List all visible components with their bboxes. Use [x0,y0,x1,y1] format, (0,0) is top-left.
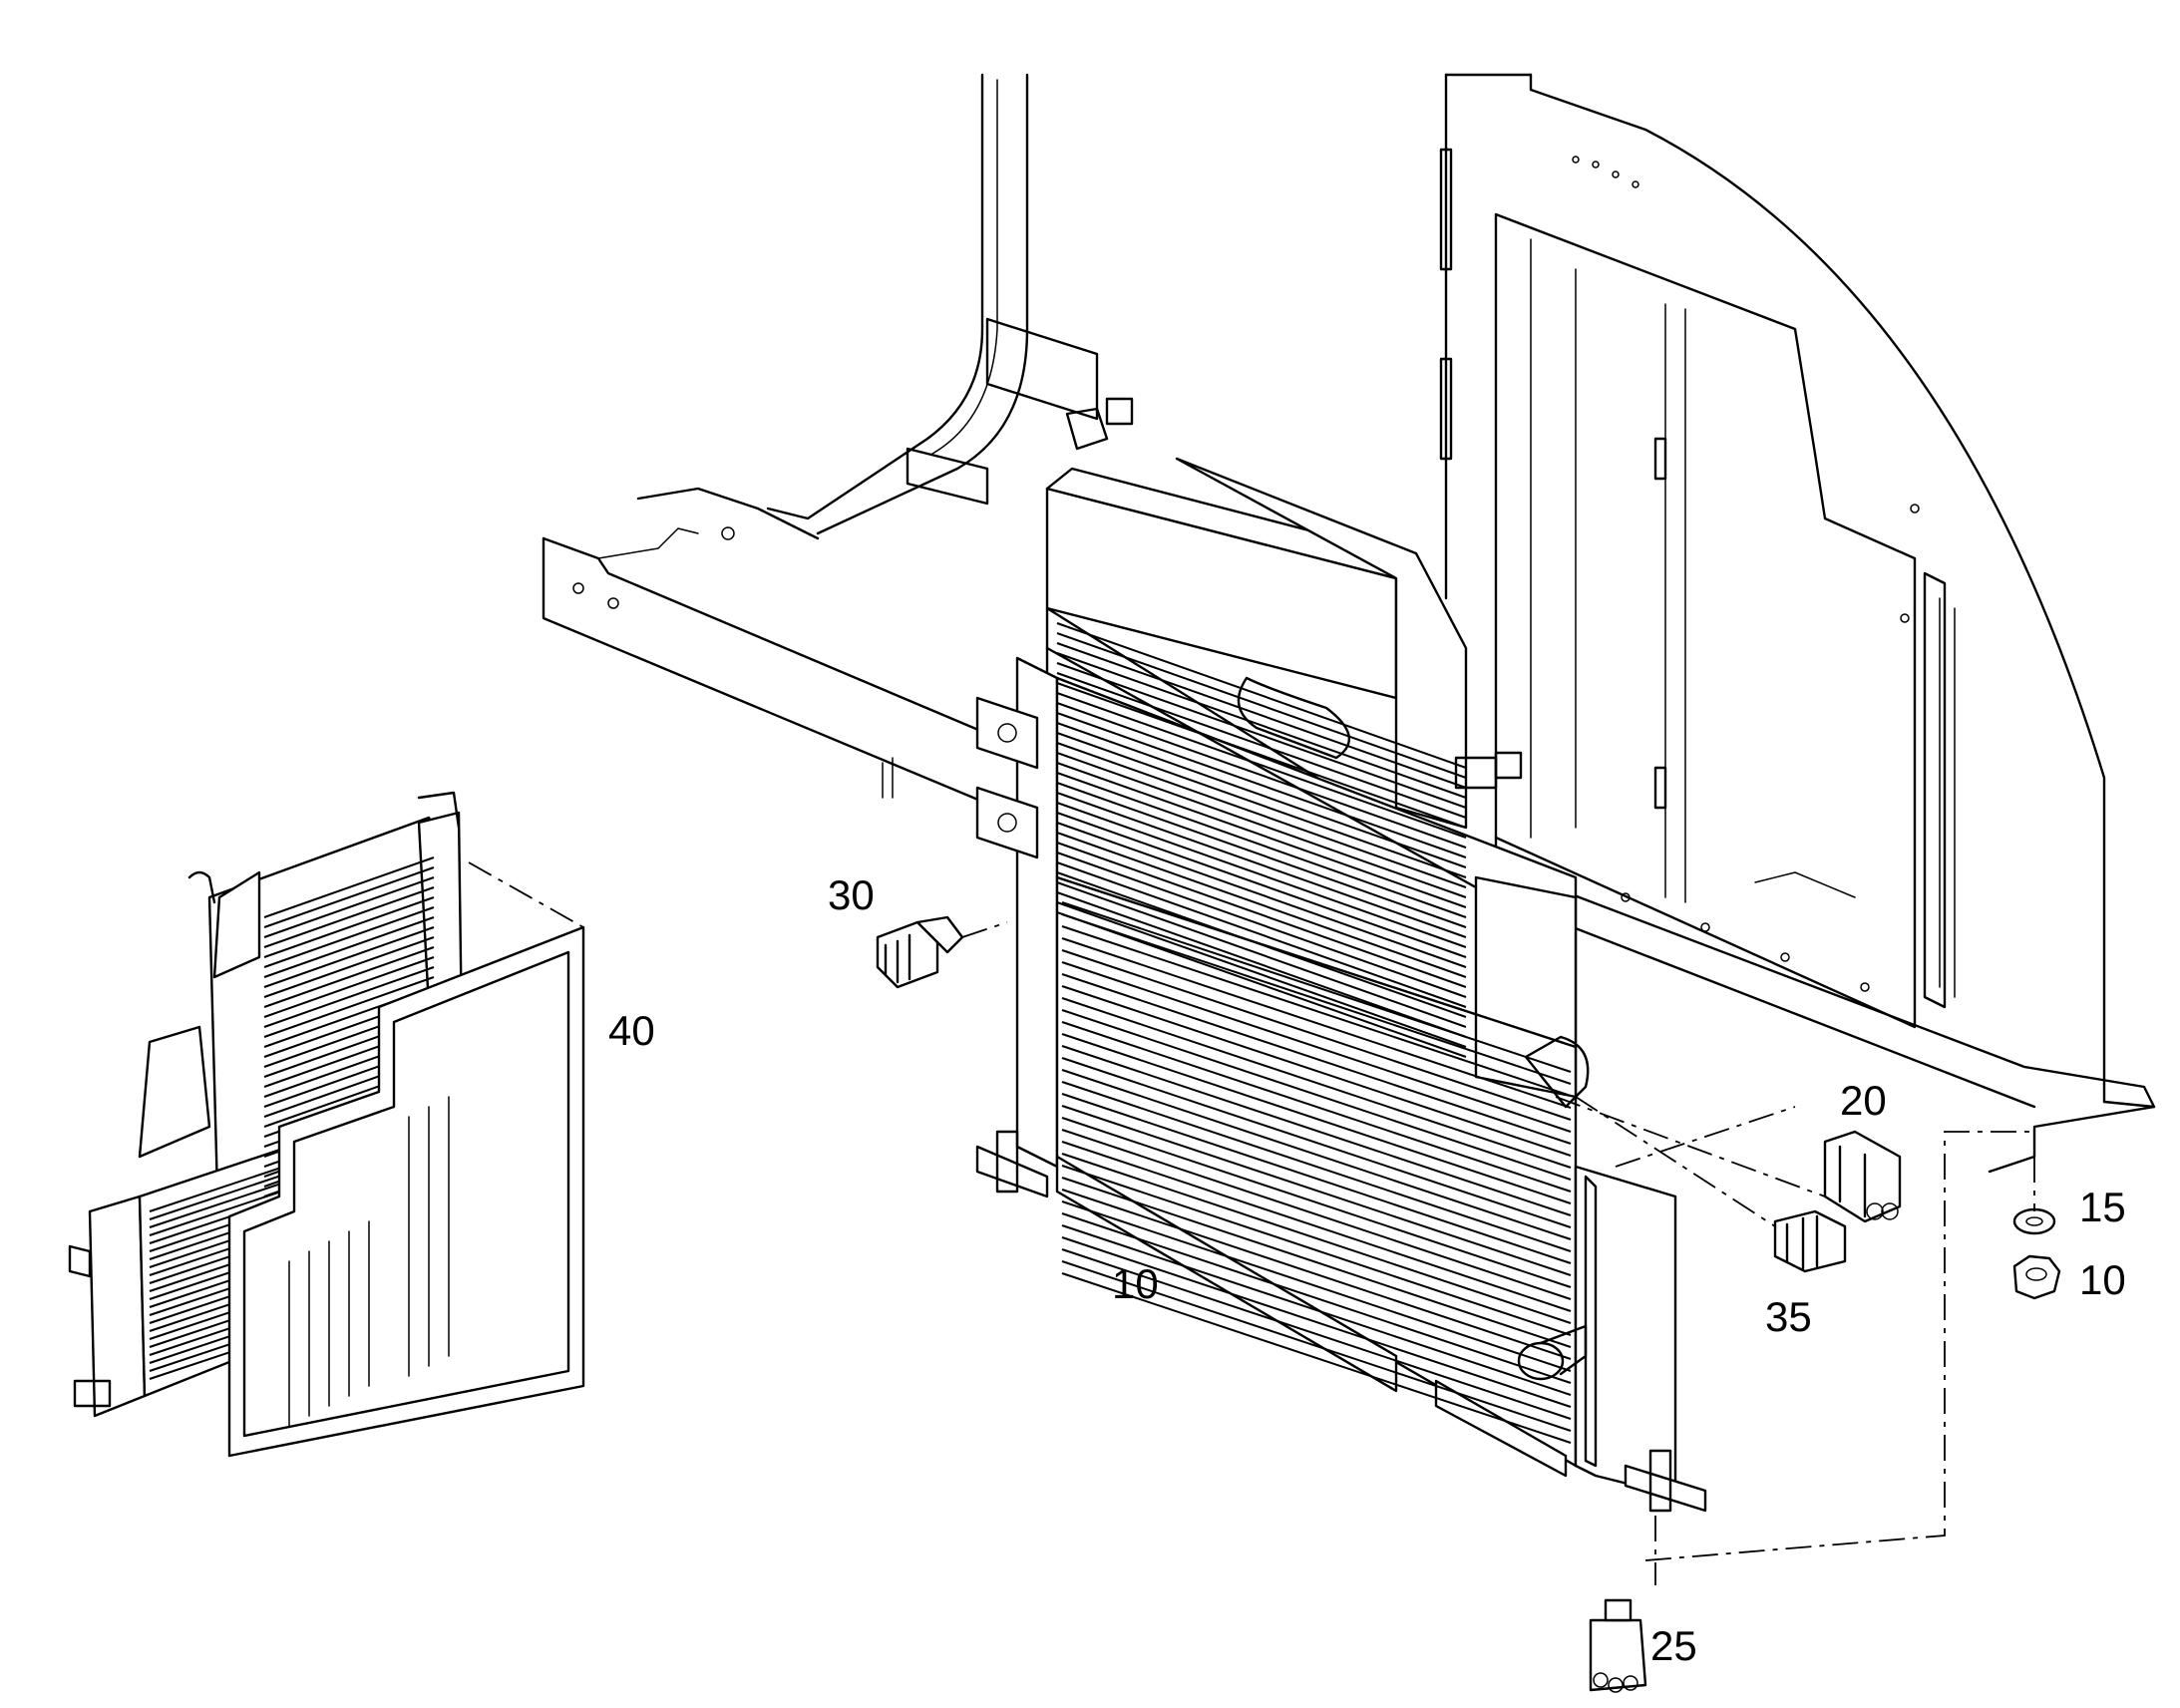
sensor-part-35 [1773,1209,1847,1273]
fin-line [263,886,435,948]
fin-line [1056,672,1467,819]
fin-line [1061,1009,1572,1181]
washer-part-15 [2012,1207,2056,1235]
fin-line [263,916,435,978]
fin-line [263,926,435,988]
fin-line [1061,961,1572,1133]
fin-line [1061,913,1572,1085]
fin-line [263,956,435,1018]
fin-line [263,866,435,928]
fin-line [263,936,435,998]
fin-line [1056,702,1467,849]
fin-line [1061,973,1572,1145]
fin-line [1056,762,1467,908]
fin-line [263,856,435,918]
callout-10-radiator: 10 [1112,1260,1159,1307]
fin-line [1061,949,1572,1121]
fin-line [1056,881,1467,1028]
callout-10-nut: 10 [2079,1256,2126,1303]
radiator-assembly [975,397,1707,1513]
fin-line [1056,792,1467,938]
drain-plug-part-25 [1589,1598,1647,1693]
fin-line [1061,1200,1572,1372]
fin-line [1061,1033,1572,1204]
nut-part-10 [2012,1254,2061,1300]
fin-line [1061,1189,1572,1360]
fin-line [1061,985,1572,1157]
fin-line [1061,1236,1572,1408]
fin-line [1061,925,1572,1097]
fin-line [1061,1165,1572,1336]
sensor-part-20 [1823,1130,1902,1223]
fin-line [1061,1117,1572,1288]
fin-line [263,976,435,1038]
fin-line [263,876,435,938]
fin-line [1061,937,1572,1109]
fin-line [1061,1057,1572,1228]
fin-line [1061,1212,1572,1384]
fin-line [1061,1153,1572,1324]
fin-line [1056,752,1467,898]
fin-line [1056,842,1467,988]
fin-line [1061,1129,1572,1300]
fin-line [1056,782,1467,928]
lower-core-fins [1061,901,1572,1444]
fin-line [1061,1260,1572,1432]
fin-line [1056,822,1467,968]
fin-line [1056,772,1467,918]
fin-line [1056,891,1467,1038]
callout-15: 15 [2079,1184,2126,1230]
sensor-part-30 [876,915,964,989]
fin-line [1056,662,1467,809]
callout-40: 40 [608,1007,655,1054]
fin-line [1061,1069,1572,1240]
fin-line [1061,997,1572,1169]
fin-line [1056,732,1467,878]
fin-line [1056,632,1467,779]
fin-line [1061,1045,1572,1216]
fin-line [1056,852,1467,998]
fin-line [1061,1224,1572,1396]
fin-line [1056,642,1467,789]
fin-line [1056,652,1467,799]
fin-line [1056,692,1467,839]
fin-line [1061,1021,1572,1193]
fin-line [1061,1081,1572,1252]
callout-35: 35 [1765,1293,1812,1340]
fin-line [1061,1272,1572,1444]
fin-line [1061,901,1572,1073]
fin-line [263,896,435,958]
fin-line [1056,742,1467,888]
fin-line [1056,861,1467,1008]
fin-line [1056,911,1467,1058]
fin-line [263,966,435,1028]
explosion-lines [468,861,2035,1585]
fin-line [1056,712,1467,858]
fin-line [1056,802,1467,948]
callout-20: 20 [1840,1077,1887,1124]
fin-line [1061,1177,1572,1348]
fin-line [1061,1093,1572,1264]
callout-labels: 30 40 10 20 35 15 10 25 [608,871,2126,1669]
fin-line [263,946,435,1008]
fin-line [1061,1141,1572,1312]
fin-line [263,906,435,968]
fin-line [1056,832,1467,978]
fin-line [1061,1105,1572,1276]
callout-30: 30 [828,871,875,918]
fin-line [1061,1248,1572,1420]
seal-gasket [227,925,585,1458]
fin-line [1056,622,1467,769]
fin-line [1056,812,1467,958]
callout-25: 25 [1650,1622,1697,1669]
fin-line [1056,901,1467,1048]
fin-line [1056,682,1467,829]
